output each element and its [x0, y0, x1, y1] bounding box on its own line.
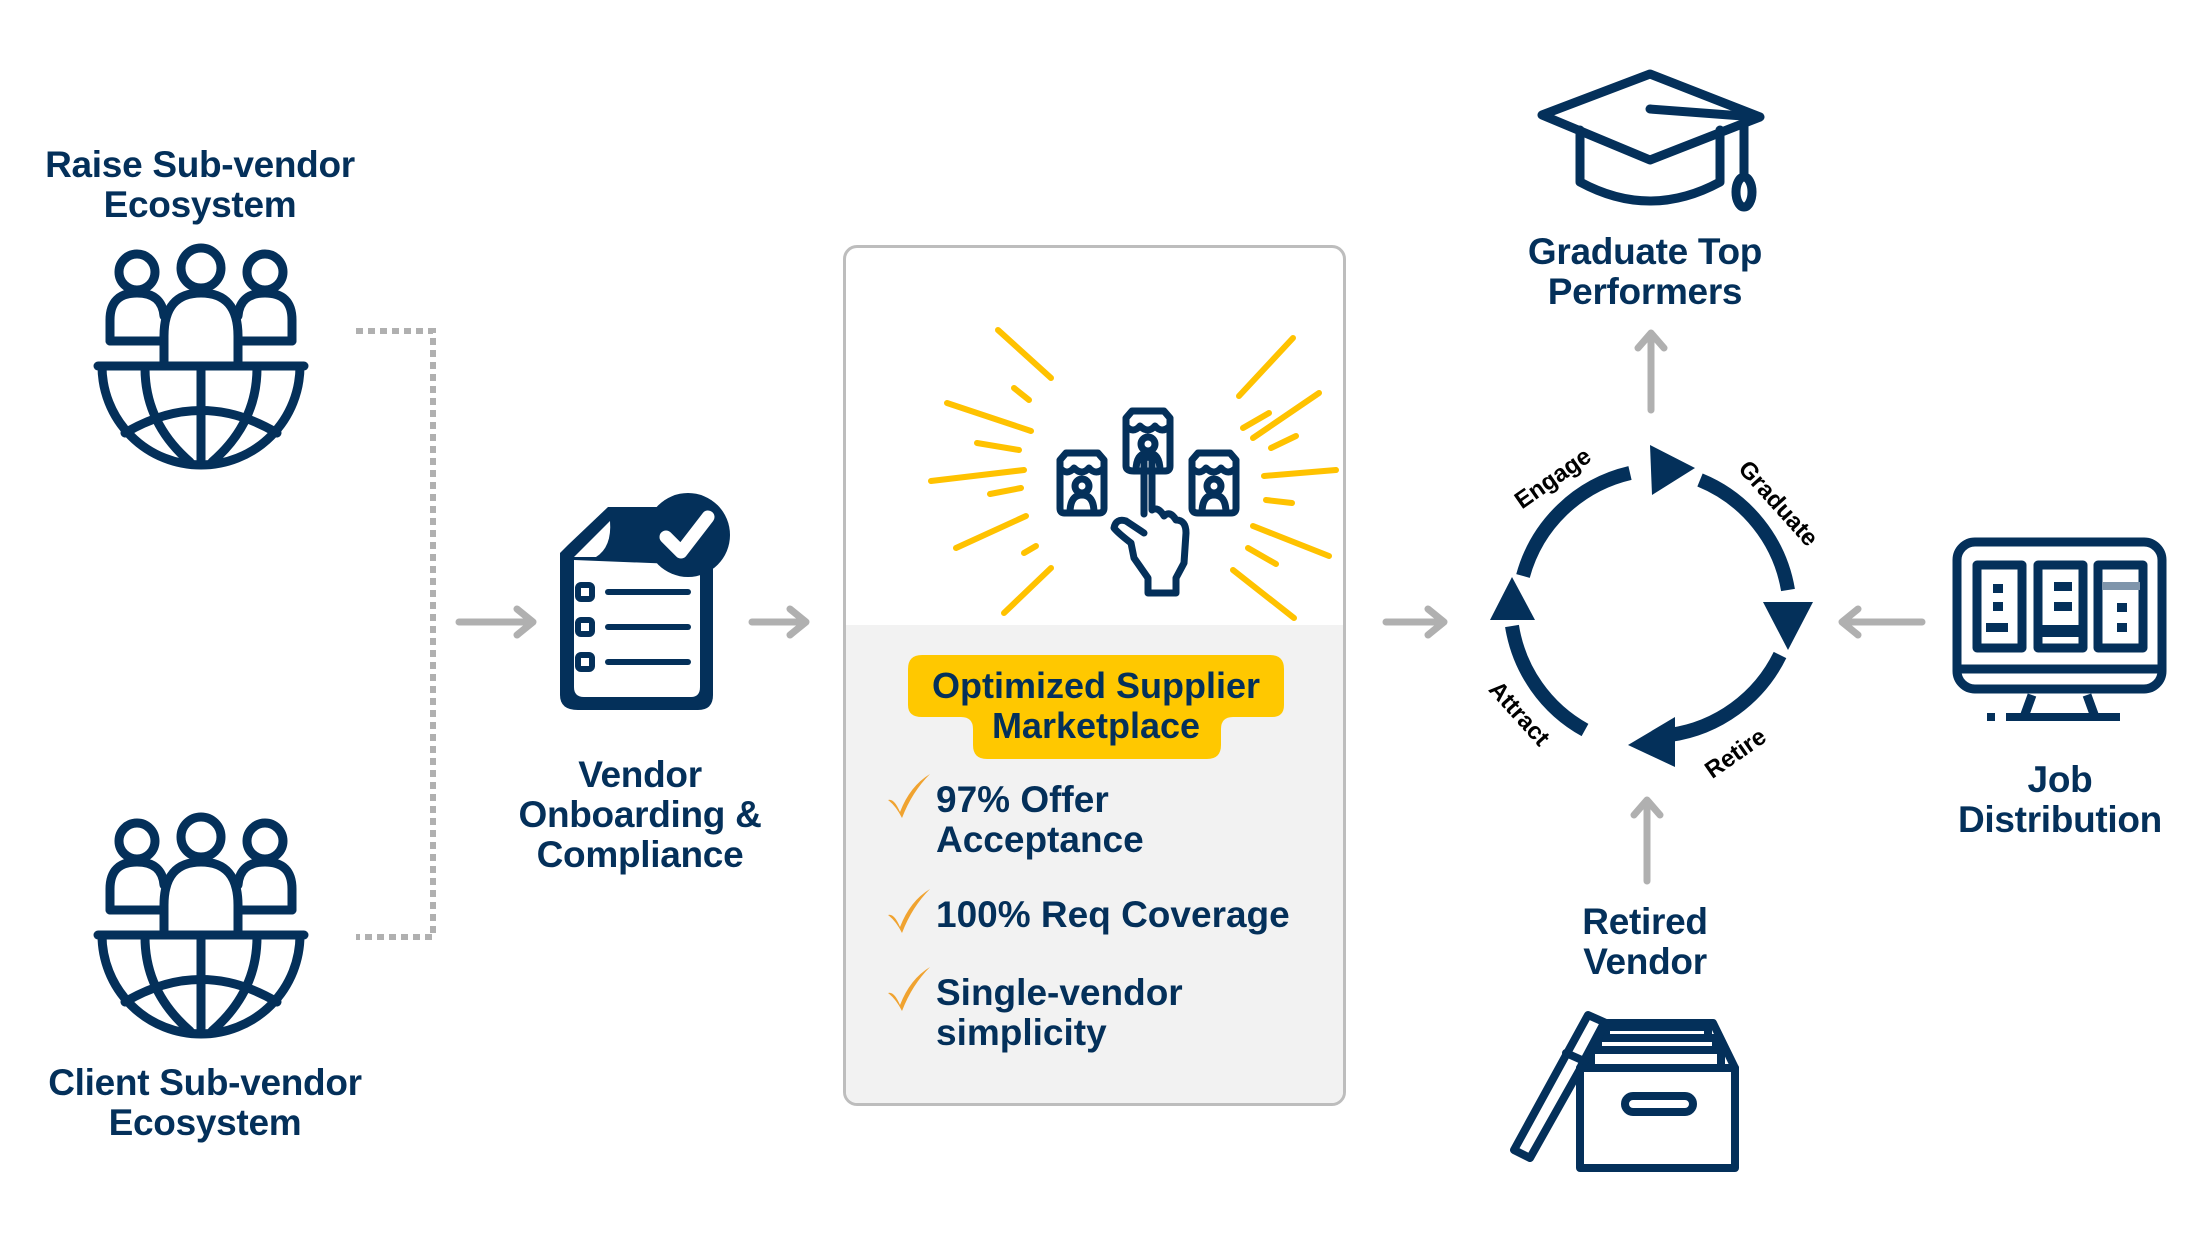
- arrow-left-icon: [1838, 605, 1926, 639]
- storefront-selection-icon: [928, 327, 1339, 621]
- arrow-up-icon: [1634, 329, 1668, 414]
- graduate-label: Graduate Top Performers: [1505, 232, 1785, 312]
- marketplace-title-line-1: Optimized Supplier: [931, 665, 1261, 706]
- globe-people-icon: [93, 812, 309, 1039]
- retire-arrowhead: [1628, 717, 1675, 767]
- retired-label-line-2: Vendor: [1583, 941, 1707, 982]
- arrow-right-icon: [748, 605, 810, 639]
- benefit-item: Single-vendor simplicity: [886, 967, 1290, 1053]
- marketplace-title-line-2: Marketplace: [991, 705, 1201, 746]
- onboarding-label: Vendor Onboarding & Compliance: [500, 755, 780, 875]
- job-distribution-label: Job Distribution: [1935, 760, 2185, 840]
- arrow-right-icon: [455, 605, 537, 639]
- dotted-bracket-connector: [356, 328, 436, 940]
- onboarding-label-line-3: Compliance: [536, 834, 744, 875]
- marketplace-title: Optimized Supplier Marketplace: [908, 655, 1284, 746]
- arrow-up-icon: [1630, 796, 1664, 885]
- benefit-text: 100% Req Coverage: [936, 894, 1290, 935]
- retired-label-line-1: Retired: [1582, 901, 1708, 942]
- engage-arrowhead: [1650, 445, 1695, 495]
- retired-vendor-label: Retired Vendor: [1520, 902, 1770, 982]
- onboarding-label-line-1: Vendor: [578, 754, 702, 795]
- badge-background: [908, 655, 1284, 759]
- vendor-lifecycle-cycle: [1490, 445, 1813, 767]
- graduate-arrowhead: [1763, 602, 1813, 650]
- arrow-right-icon: [1382, 605, 1448, 639]
- monitor-icon: [1952, 537, 2167, 721]
- checkmark-icon: [888, 774, 930, 818]
- job-label-line-1: Job: [2027, 759, 2093, 800]
- client-label-line-1: Client Sub-vendor: [48, 1062, 362, 1103]
- marketplace-card-bottom: Optimized Supplier Marketplace 97% Offer…: [846, 625, 1343, 1103]
- globe-people-icon: [93, 243, 309, 470]
- benefit-item: 100% Req Coverage: [886, 889, 1290, 935]
- job-label-line-2: Distribution: [1958, 799, 2162, 840]
- client-label-line-2: Ecosystem: [108, 1102, 302, 1143]
- client-ecosystem-label: Client Sub-vendor Ecosystem: [20, 1063, 390, 1143]
- raise-label-line-2: Ecosystem: [103, 184, 297, 225]
- benefit-text: 97% Offer: [936, 779, 1109, 820]
- graduation-cap-icon: [1537, 69, 1765, 212]
- raise-label-line-1: Raise Sub-vendor: [45, 144, 355, 185]
- checklist-document-icon: [560, 493, 730, 710]
- benefit-text: simplicity: [936, 1012, 1107, 1053]
- graduate-label-line-1: Graduate Top: [1527, 231, 1763, 272]
- graduate-label-line-2: Performers: [1547, 271, 1743, 312]
- marketplace-card: Optimized Supplier Marketplace 97% Offer…: [843, 245, 1346, 1106]
- marketplace-badge: Optimized Supplier Marketplace: [908, 655, 1284, 759]
- attract-arrowhead: [1490, 577, 1535, 620]
- benefit-text: Acceptance: [936, 819, 1144, 860]
- benefits-list: 97% Offer Acceptance 100% Req Coverage S…: [886, 774, 1290, 1083]
- onboarding-label-line-2: Onboarding &: [518, 794, 762, 835]
- raise-ecosystem-label: Raise Sub-vendor Ecosystem: [20, 145, 380, 225]
- checkmark-icon: [888, 889, 930, 933]
- benefit-text: Single-vendor: [936, 972, 1183, 1013]
- benefit-item: 97% Offer Acceptance: [886, 774, 1290, 860]
- archive-box-icon: [1510, 1011, 1739, 1172]
- checkmark-icon: [888, 967, 930, 1011]
